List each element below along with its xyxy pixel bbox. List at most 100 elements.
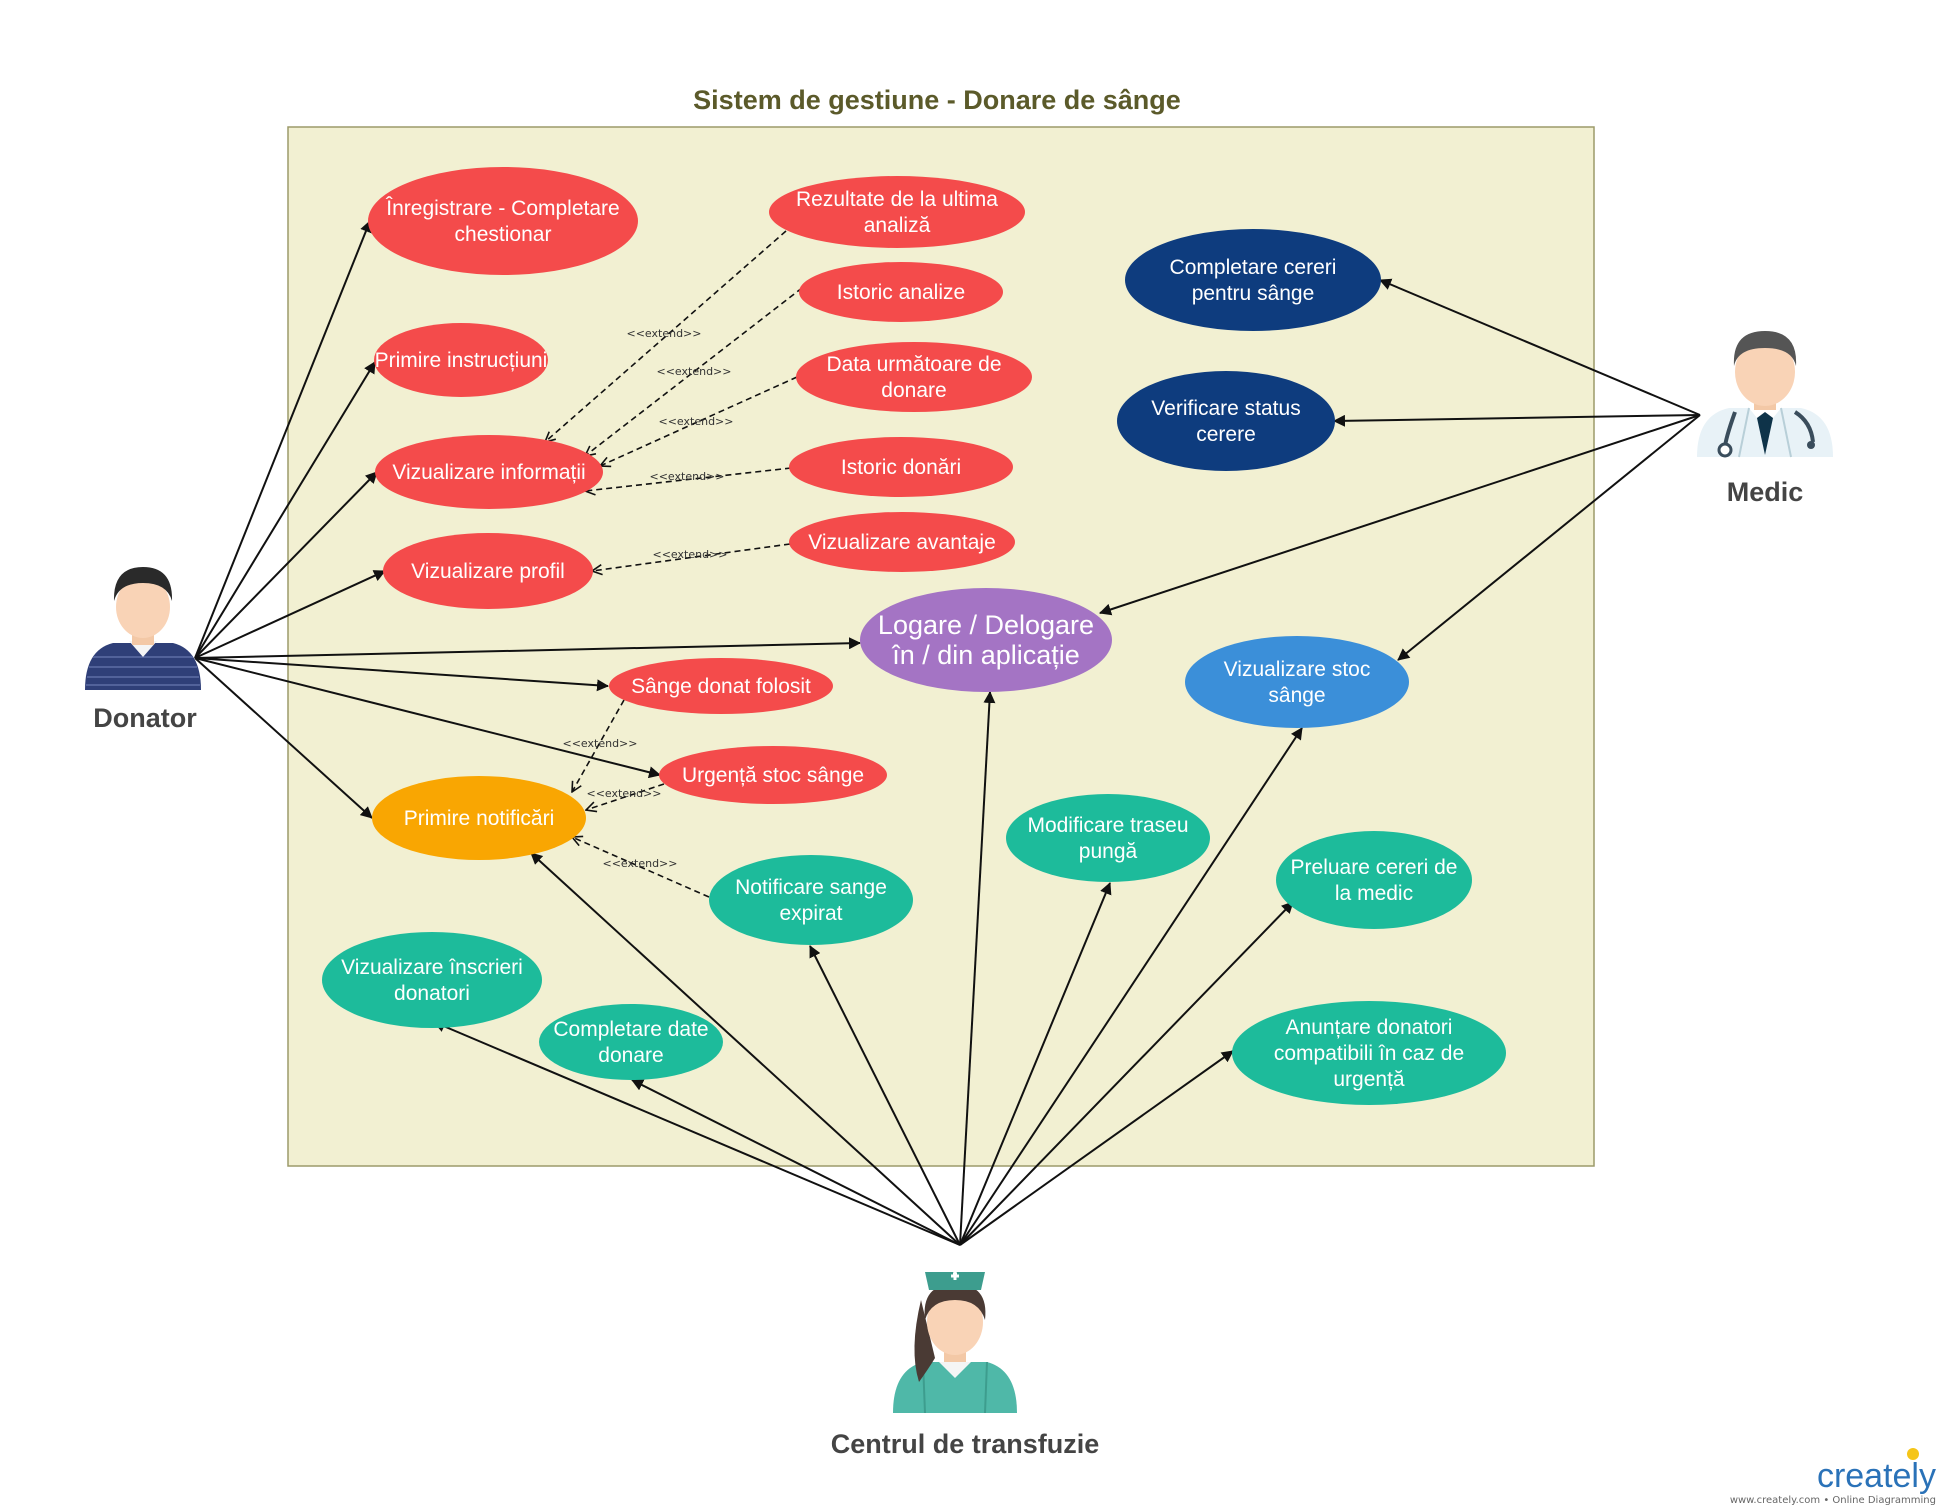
diagram-title: Sistem de gestiune - Donare de sânge [693, 85, 1181, 115]
use-case-istoric-donari[interactable]: Istoric donări [789, 437, 1013, 497]
use-case-ellipse [789, 512, 1015, 572]
use-case-ellipse [789, 437, 1013, 497]
use-case-inregistrare[interactable]: Înregistrare - Completare chestionar [368, 167, 638, 275]
use-case-status-cerere[interactable]: Verificare status cerere [1117, 371, 1335, 471]
use-case-label: Sânge donat folosit [631, 675, 811, 698]
use-case-label: Istoric donări [841, 456, 961, 479]
use-case-stoc[interactable]: Vizualizare stoc sânge [1185, 636, 1409, 728]
use-case-label: Vizualizare înscrieri [341, 956, 523, 979]
use-case-data-urmatoare[interactable]: Data următoare de donare [796, 342, 1032, 412]
use-case-avantaje[interactable]: Vizualizare avantaje [789, 512, 1015, 572]
nurse-person-icon [893, 1272, 1017, 1414]
donator-association-line [194, 657, 661, 779]
use-case-label: Istoric analize [837, 281, 965, 304]
use-case-label: analiză [864, 214, 931, 237]
use-case-ellipse [659, 746, 887, 804]
actor-medic-label: Medic [1727, 477, 1804, 507]
use-case-ellipse [539, 1004, 723, 1080]
use-case-ellipse [1125, 229, 1381, 331]
use-case-sange-folosit[interactable]: Sânge donat folosit [609, 658, 833, 714]
medic-association-line [1333, 414, 1701, 427]
use-case-label: Completare date [553, 1018, 708, 1041]
use-case-label: donare [881, 379, 946, 402]
use-case-urgenta[interactable]: Urgență stoc sânge [659, 746, 887, 804]
use-case-label: Anunțare donatori [1286, 1016, 1453, 1039]
donator-association-line [194, 657, 609, 692]
use-case-ellipse [374, 323, 548, 397]
creately-tagline: www.creately.com • Online Diagramming [1730, 1495, 1936, 1506]
use-case-label: Vizualizare stoc [1224, 658, 1371, 681]
extend-label: <<extend>> [603, 857, 678, 870]
use-case-label: Vizualizare profil [411, 560, 565, 583]
use-case-label: la medic [1335, 882, 1413, 905]
use-case-label: Urgență stoc sânge [682, 764, 864, 787]
extend-label: <<extend>> [653, 548, 728, 561]
extend-relationship-line [592, 543, 791, 571]
use-case-ellipse [368, 167, 638, 275]
use-case-label: pentru sânge [1192, 282, 1315, 305]
extend-relationship-line [585, 467, 792, 491]
use-case-istoric-analize[interactable]: Istoric analize [799, 262, 1003, 322]
actor-centru[interactable]: Centrul de transfuzie [831, 1272, 1100, 1459]
use-case-preluare[interactable]: Preluare cereri de la medic [1276, 831, 1472, 929]
use-case-notificari[interactable]: Primire notificări [372, 776, 586, 860]
use-case-informatii[interactable]: Vizualizare informații [375, 435, 603, 509]
use-case-label: Logare / Delogare [878, 610, 1094, 640]
use-case-label: Înregistrare - Completare [385, 197, 619, 220]
use-case-label: Modificare traseu [1027, 814, 1188, 837]
use-case-label: Preluare cereri de [1291, 856, 1458, 879]
use-case-label: compatibili în caz de [1274, 1042, 1464, 1065]
use-case-ellipse [1232, 1001, 1506, 1105]
relationship-lines: <<extend>> <<extend>> <<extend>> <<extend>>… [194, 220, 1701, 1246]
use-case-label: sânge [1268, 684, 1325, 707]
use-case-label: Primire notificări [404, 807, 555, 830]
actor-medic[interactable]: Medic [1697, 331, 1833, 507]
use-case-ellipse [375, 435, 603, 509]
actor-donator-label: Donator [93, 703, 197, 733]
use-case-label: chestionar [455, 223, 552, 246]
use-case-ellipse [1117, 371, 1335, 471]
actor-donator[interactable]: Donator [85, 567, 201, 733]
use-case-instructiuni[interactable]: Primire instrucțiuni [374, 323, 548, 397]
extend-label: <<extend>> [563, 737, 638, 750]
extend-relationship-line [585, 287, 803, 456]
use-case-rezultate[interactable]: Rezultate de la ultima analiză [769, 176, 1025, 248]
donator-association-line [194, 657, 373, 819]
use-case-ellipse [1006, 794, 1210, 882]
extend-relationship-line [572, 837, 710, 898]
use-case-label: Vizualizare informații [392, 461, 585, 484]
centru-association-line [809, 945, 961, 1246]
use-case-ellipse [322, 932, 542, 1028]
extend-relationship-line [586, 783, 665, 810]
donator-association-line [194, 471, 378, 659]
use-case-label: Primire instrucțiuni [375, 349, 548, 372]
donator-association-line [194, 220, 372, 659]
doctor-person-icon [1697, 331, 1833, 458]
use-case-traseu[interactable]: Modificare traseu pungă [1006, 794, 1210, 882]
centru-association-line [433, 1020, 961, 1246]
use-case-label: Data următoare de [826, 353, 1001, 376]
donator-association-line [194, 361, 376, 659]
use-case-ellipse [796, 342, 1032, 412]
centru-association-line [959, 727, 1303, 1246]
donator-association-line [194, 637, 861, 659]
use-case-label: Vizualizare avantaje [808, 531, 996, 554]
use-case-ellipse [1276, 831, 1472, 929]
use-case-label: Rezultate de la ultima [796, 188, 998, 211]
actor-centru-label: Centrul de transfuzie [831, 1429, 1100, 1459]
use-case-label: pungă [1079, 840, 1138, 863]
extend-label: <<extend>> [587, 787, 662, 800]
centru-association-line [959, 882, 1112, 1246]
use-case-label: Verificare status [1151, 397, 1300, 420]
centru-association-line [530, 852, 961, 1246]
use-case-profil[interactable]: Vizualizare profil [383, 533, 593, 609]
use-case-label: cerere [1196, 423, 1256, 446]
extend-label: <<extend>> [659, 415, 734, 428]
